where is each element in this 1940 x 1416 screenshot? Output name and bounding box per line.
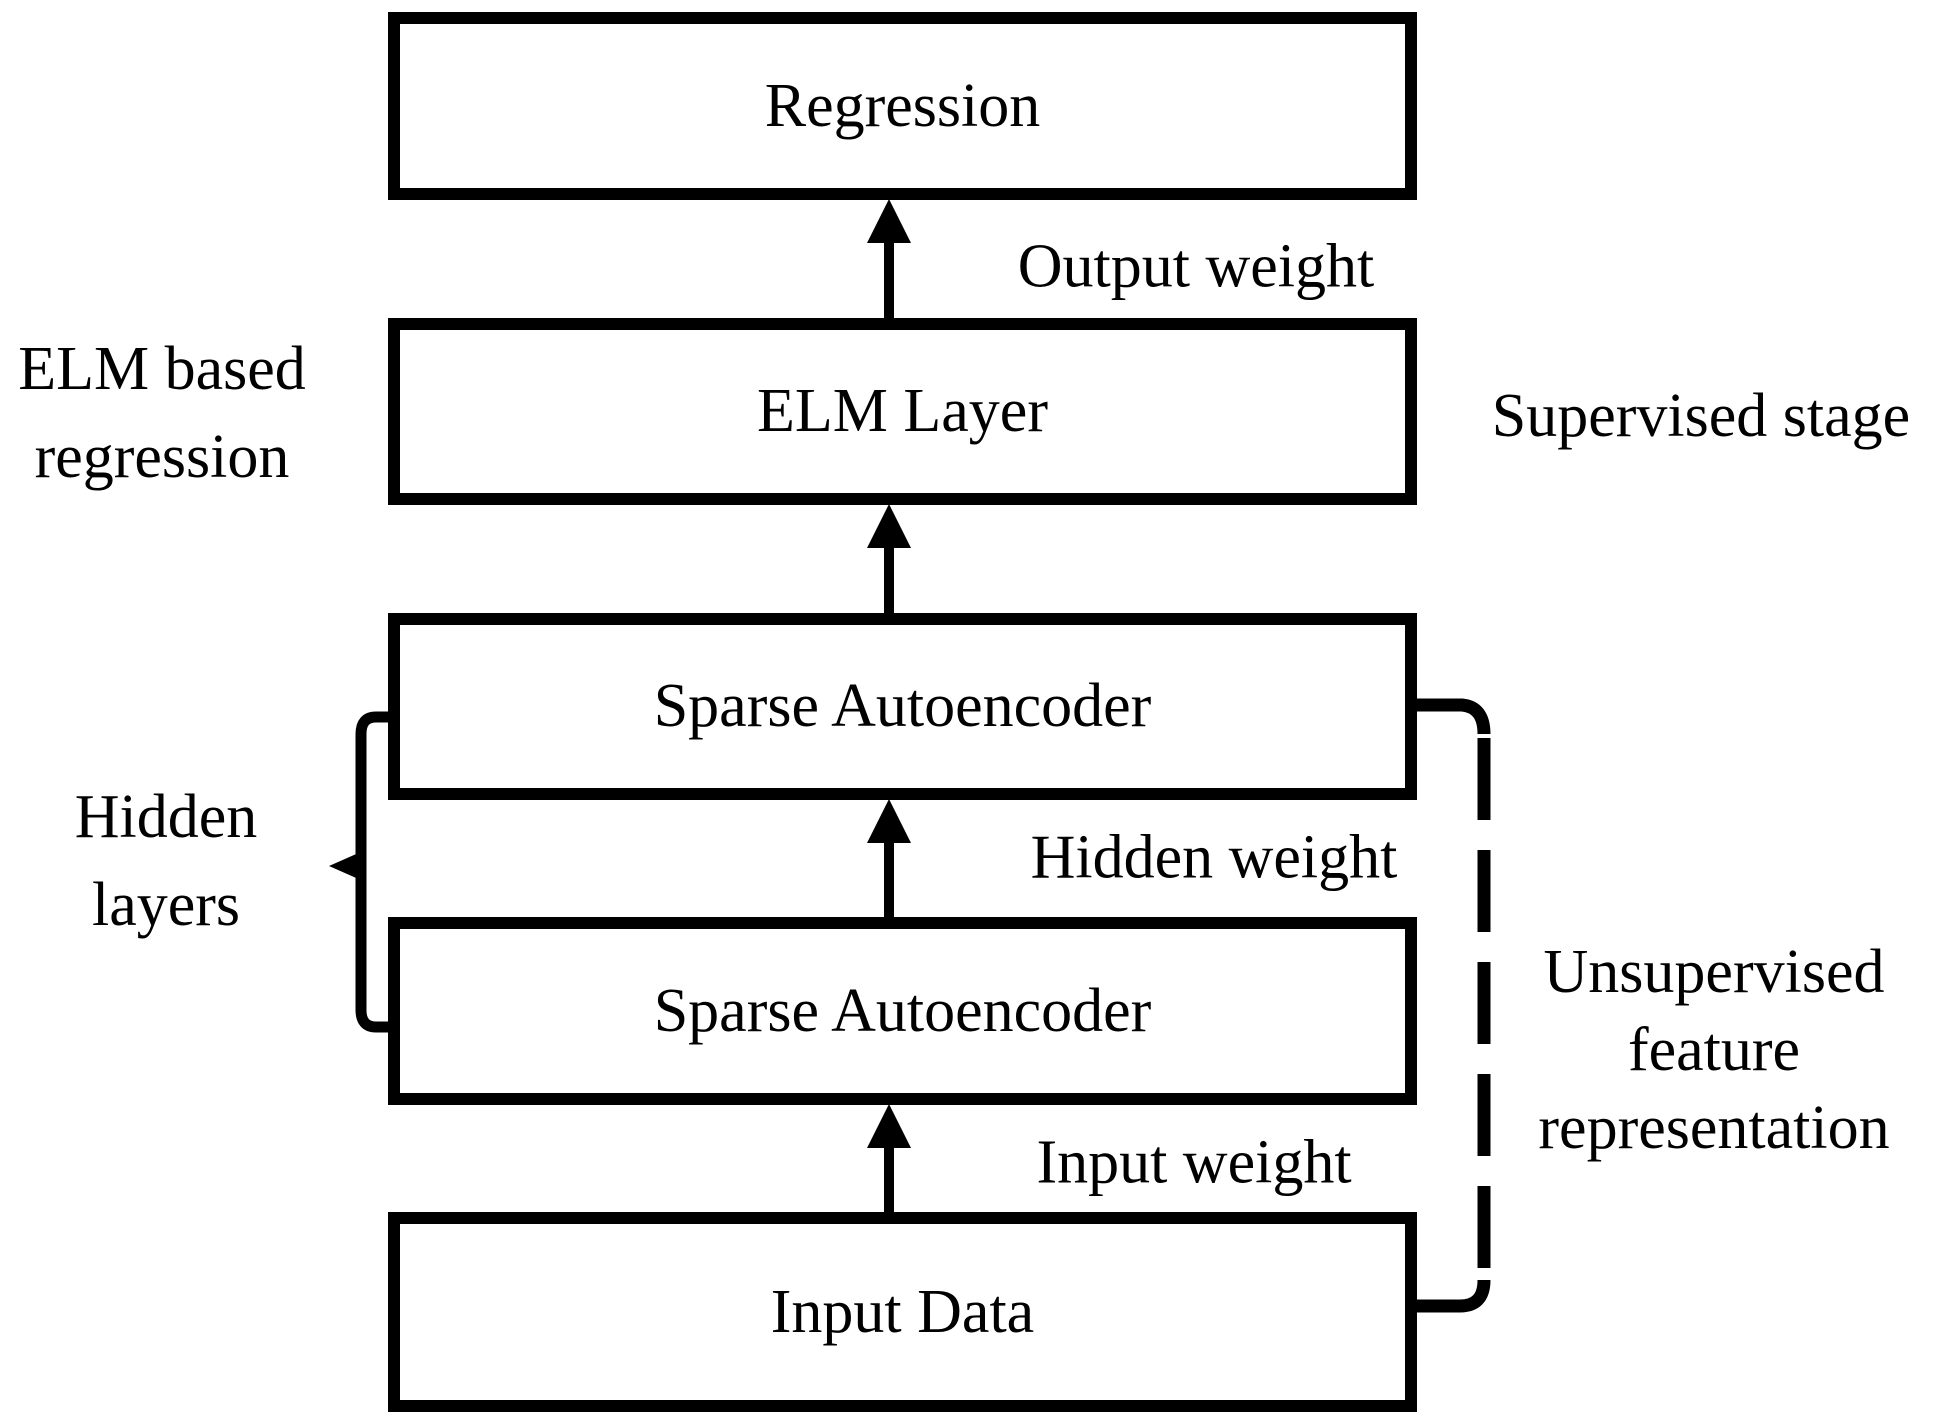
unsupervised-feature-representation-label: Unsupervised feature representation: [1538, 933, 1889, 1167]
arrow-head-icon: [867, 799, 911, 843]
supervised-stage-label: Supervised stage: [1492, 377, 1910, 455]
arrow-head-icon: [867, 199, 911, 243]
label-line: layers: [91, 871, 241, 939]
box-sparse-autoencoder-lower: Sparse Autoencoder: [388, 917, 1417, 1105]
box-elm-layer: ELM Layer: [388, 318, 1417, 505]
hidden-layers-label: Hidden layers: [75, 773, 258, 949]
up-arrow-icon: [867, 799, 911, 917]
label-line: Hidden: [74, 783, 258, 851]
hidden-weight-label: Hidden weight: [1030, 823, 1398, 892]
box-label: Regression: [764, 71, 1041, 140]
label-line: regression: [34, 423, 290, 491]
label-line: Supervised stage: [1491, 382, 1911, 450]
arrow-head-icon: [867, 1104, 911, 1148]
brace-cusp-icon: [329, 851, 363, 881]
arrow-head-icon: [867, 504, 911, 548]
brace-outline: [355, 711, 390, 1033]
box-label: Sparse Autoencoder: [653, 976, 1152, 1045]
input-weight-label: Input weight: [1036, 1128, 1352, 1197]
box-regression: Regression: [388, 12, 1417, 200]
hidden-layers-brace-icon: [329, 711, 390, 1033]
box-label: ELM Layer: [757, 377, 1048, 445]
label-line: representation: [1538, 1094, 1890, 1162]
box-sparse-autoencoder-upper: Sparse Autoencoder: [388, 613, 1417, 800]
bracket-top-hook: [1417, 698, 1491, 735]
bracket-bottom-hook: [1417, 1279, 1491, 1313]
up-arrow-icon: [867, 504, 911, 613]
label-line: feature: [1627, 1016, 1801, 1084]
label-line: Unsupervised: [1543, 938, 1885, 1006]
box-label: Sparse Autoencoder: [653, 672, 1152, 740]
elm-based-regression-label: ELM based regression: [18, 325, 306, 501]
up-arrow-icon: [867, 1104, 911, 1212]
output-weight-label: Output weight: [1017, 232, 1375, 301]
box-label: Input Data: [770, 1277, 1035, 1346]
unsupervised-stage-bracket-icon: [1417, 698, 1491, 1313]
label-line: ELM based: [18, 335, 306, 403]
up-arrow-icon: [867, 199, 911, 318]
box-input-data: Input Data: [388, 1212, 1417, 1412]
